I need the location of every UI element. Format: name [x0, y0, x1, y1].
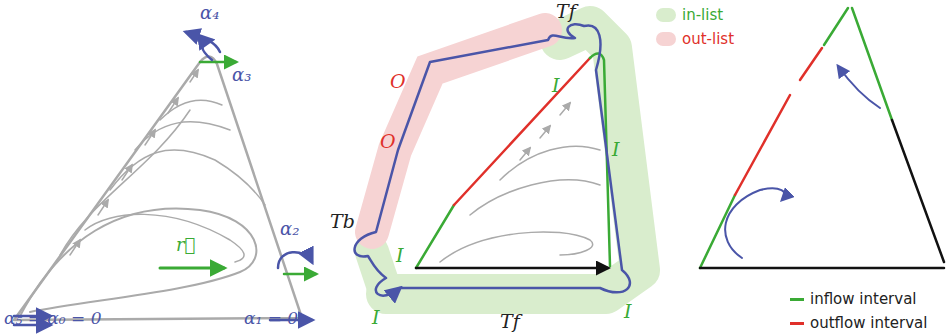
angle-arrows — [14, 32, 316, 325]
list-label: Tb — [330, 212, 355, 231]
legend-item: out-list — [656, 30, 734, 48]
legend-item: in-list — [656, 6, 723, 24]
list-label: O — [390, 72, 406, 91]
angle-label: r⃗ — [176, 236, 195, 254]
list-label: O — [380, 132, 396, 151]
list-label: Tf — [556, 2, 576, 21]
list-triangle — [416, 53, 610, 268]
list-label: I — [552, 76, 560, 95]
legend-item: inflow interval — [790, 290, 917, 308]
angle-label: α₅ = α₀ = 0 — [4, 310, 102, 327]
list-label: I — [372, 308, 380, 327]
angle-label: α₁ = 0 — [244, 310, 298, 327]
legend-line — [790, 298, 804, 301]
legend-item: outflow interval — [790, 314, 927, 332]
legend-text: inflow interval — [810, 290, 917, 308]
angle-label: α₂ — [280, 220, 299, 238]
angle-label: α₄ — [200, 4, 219, 22]
legend-text: in-list — [682, 6, 723, 24]
angle-label: α₃ — [232, 66, 251, 84]
legend-swatch — [656, 32, 676, 46]
legend-text: outflow interval — [810, 314, 927, 332]
list-label: I — [624, 302, 632, 321]
legend-line — [790, 322, 804, 325]
legend-text: out-list — [682, 30, 734, 48]
flow-triangle — [14, 56, 302, 320]
traversal-loop — [355, 24, 630, 295]
interval-triangle — [700, 8, 944, 268]
list-label: I — [396, 246, 404, 265]
legend-swatch — [656, 8, 676, 22]
list-label: I — [612, 140, 620, 159]
list-label: Tf — [500, 312, 520, 331]
